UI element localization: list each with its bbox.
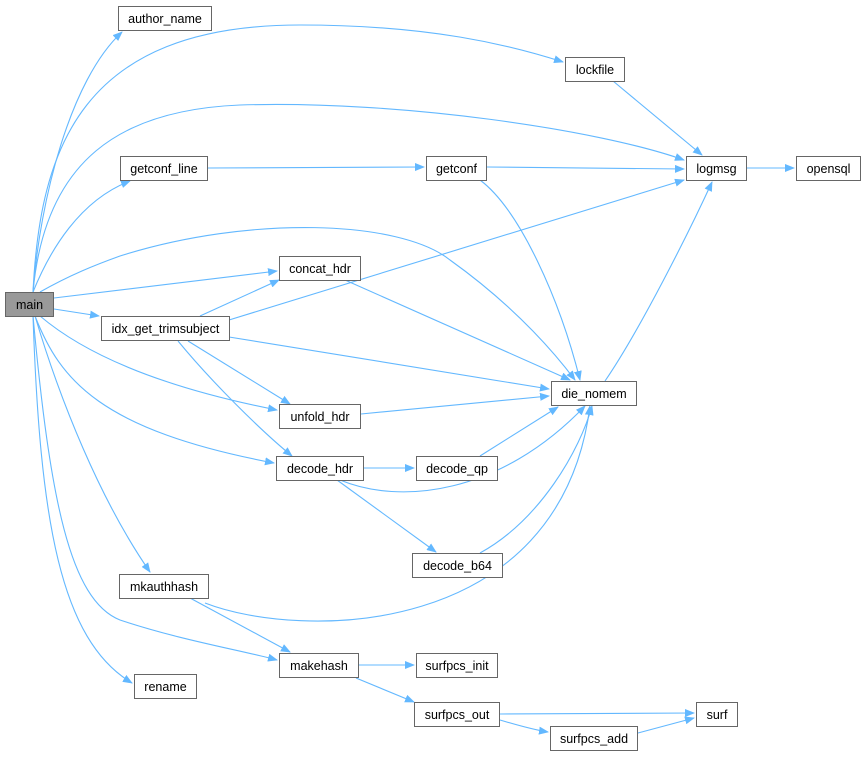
node-makehash[interactable]: makehash [279, 653, 359, 678]
node-mkauthhash[interactable]: mkauthhash [119, 574, 209, 599]
edge-main-to-lockfile [32, 24, 564, 293]
edge-main-to-logmsg [32, 103, 685, 293]
edge-decode_qp-to-die_nomem [479, 406, 559, 457]
edge-die_nomem-to-logmsg [604, 181, 713, 382]
edge-idx_get_trimsubject-to-concat_hdr [199, 279, 280, 317]
node-getconf[interactable]: getconf [426, 156, 487, 181]
node-opensql[interactable]: opensql [796, 156, 861, 181]
edge-getconf-to-die_nomem [479, 179, 582, 381]
node-main: main [5, 292, 54, 317]
edge-main-to-die_nomem [39, 226, 576, 381]
edge-surfpcs_out-to-surf [499, 709, 695, 718]
node-lockfile[interactable]: lockfile [565, 57, 625, 82]
edge-decode_b64-to-die_nomem [479, 405, 594, 554]
edge-main-to-idx_get_trimsubject [53, 308, 100, 319]
edge-idx_get_trimsubject-to-logmsg [228, 178, 685, 321]
edge-getconf_line-to-getconf [207, 163, 425, 172]
node-surf[interactable]: surf [696, 702, 738, 727]
edge-main-to-mkauthhash [34, 315, 151, 573]
edge-unfold_hdr-to-die_nomem [360, 392, 550, 415]
edge-main-to-getconf_line [32, 180, 131, 293]
node-decode-hdr[interactable]: decode_hdr [276, 456, 364, 481]
node-logmsg[interactable]: logmsg [686, 156, 747, 181]
edge-idx_get_trimsubject-to-unfold_hdr [187, 340, 291, 405]
edge-lockfile-to-logmsg [612, 80, 703, 156]
edge-main-to-concat_hdr [53, 268, 278, 299]
node-rename[interactable]: rename [134, 674, 197, 699]
edge-decode_hdr-to-decode_b64 [336, 479, 437, 553]
edge-decode_hdr-to-die_nomem [339, 405, 586, 493]
node-unfold-hdr[interactable]: unfold_hdr [279, 404, 361, 429]
node-decode-b64[interactable]: decode_b64 [412, 553, 503, 578]
edge-mkauthhash-to-die_nomem [204, 405, 593, 622]
node-author-name[interactable]: author_name [118, 6, 212, 31]
edge-makehash-to-surfpcs_out [355, 677, 415, 703]
edge-main-to-rename [32, 315, 133, 684]
node-surfpcs-add[interactable]: surfpcs_add [550, 726, 638, 751]
node-getconf-line[interactable]: getconf_line [120, 156, 208, 181]
node-concat-hdr[interactable]: concat_hdr [279, 256, 361, 281]
node-surfpcs-out[interactable]: surfpcs_out [414, 702, 500, 727]
edge-main-to-decode_hdr [34, 315, 275, 466]
node-idx-get-trimsubject[interactable]: idx_get_trimsubject [101, 316, 230, 341]
edge-idx_get_trimsubject-to-decode_hdr [177, 340, 293, 457]
edge-idx_get_trimsubject-to-die_nomem [228, 336, 550, 392]
edge-getconf-to-logmsg [486, 164, 685, 173]
node-die-nomem[interactable]: die_nomem [551, 381, 637, 406]
edge-main-to-author_name [32, 31, 123, 293]
edge-mkauthhash-to-makehash [189, 597, 291, 653]
node-surfpcs-init[interactable]: surfpcs_init [416, 653, 498, 678]
edge-surfpcs_out-to-surfpcs_add [499, 719, 549, 735]
edge-main-to-makehash [32, 315, 278, 662]
edge-concat_hdr-to-die_nomem [344, 279, 571, 381]
node-decode-qp[interactable]: decode_qp [416, 456, 498, 481]
edge-surfpcs_add-to-surf [637, 716, 695, 734]
